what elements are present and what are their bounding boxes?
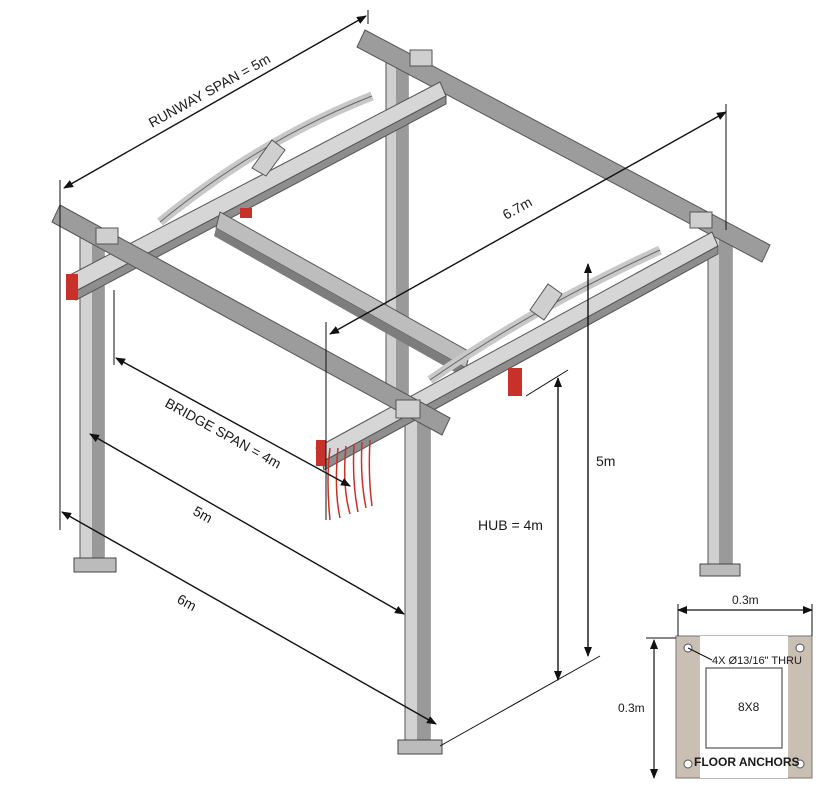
diagonal-label: 6.7m [500, 194, 535, 223]
six-m-label: 6m [175, 591, 200, 614]
anchor-hole-icon [795, 643, 805, 653]
inset-holes-label: 4X Ø13/16" THRU [712, 655, 802, 667]
anchor-hole-icon [795, 759, 805, 769]
bridge-span-label: BRIDGE SPAN = 4m [163, 395, 285, 472]
inset-height-label: 0.3m [618, 701, 645, 715]
column-front [397, 419, 443, 755]
inset-post-label: 8X8 [738, 700, 760, 714]
column-right [699, 229, 741, 577]
inset-title: FLOOR ANCHORS [694, 755, 800, 769]
inset-width-label: 0.3m [732, 593, 759, 607]
trolley-cross-beam [214, 208, 471, 376]
floor-anchors-inset [646, 604, 813, 779]
runway-span-label: RUNWAY SPAN = 5m [146, 50, 273, 130]
hub-label: HUB = 4m [478, 517, 543, 533]
height-5m-label: 5m [596, 453, 615, 469]
dimension-lines [59, 10, 727, 747]
bridge-girder-right [315, 231, 719, 471]
five-m-label: 5m [191, 503, 216, 526]
anchor-hole-icon [683, 759, 693, 769]
